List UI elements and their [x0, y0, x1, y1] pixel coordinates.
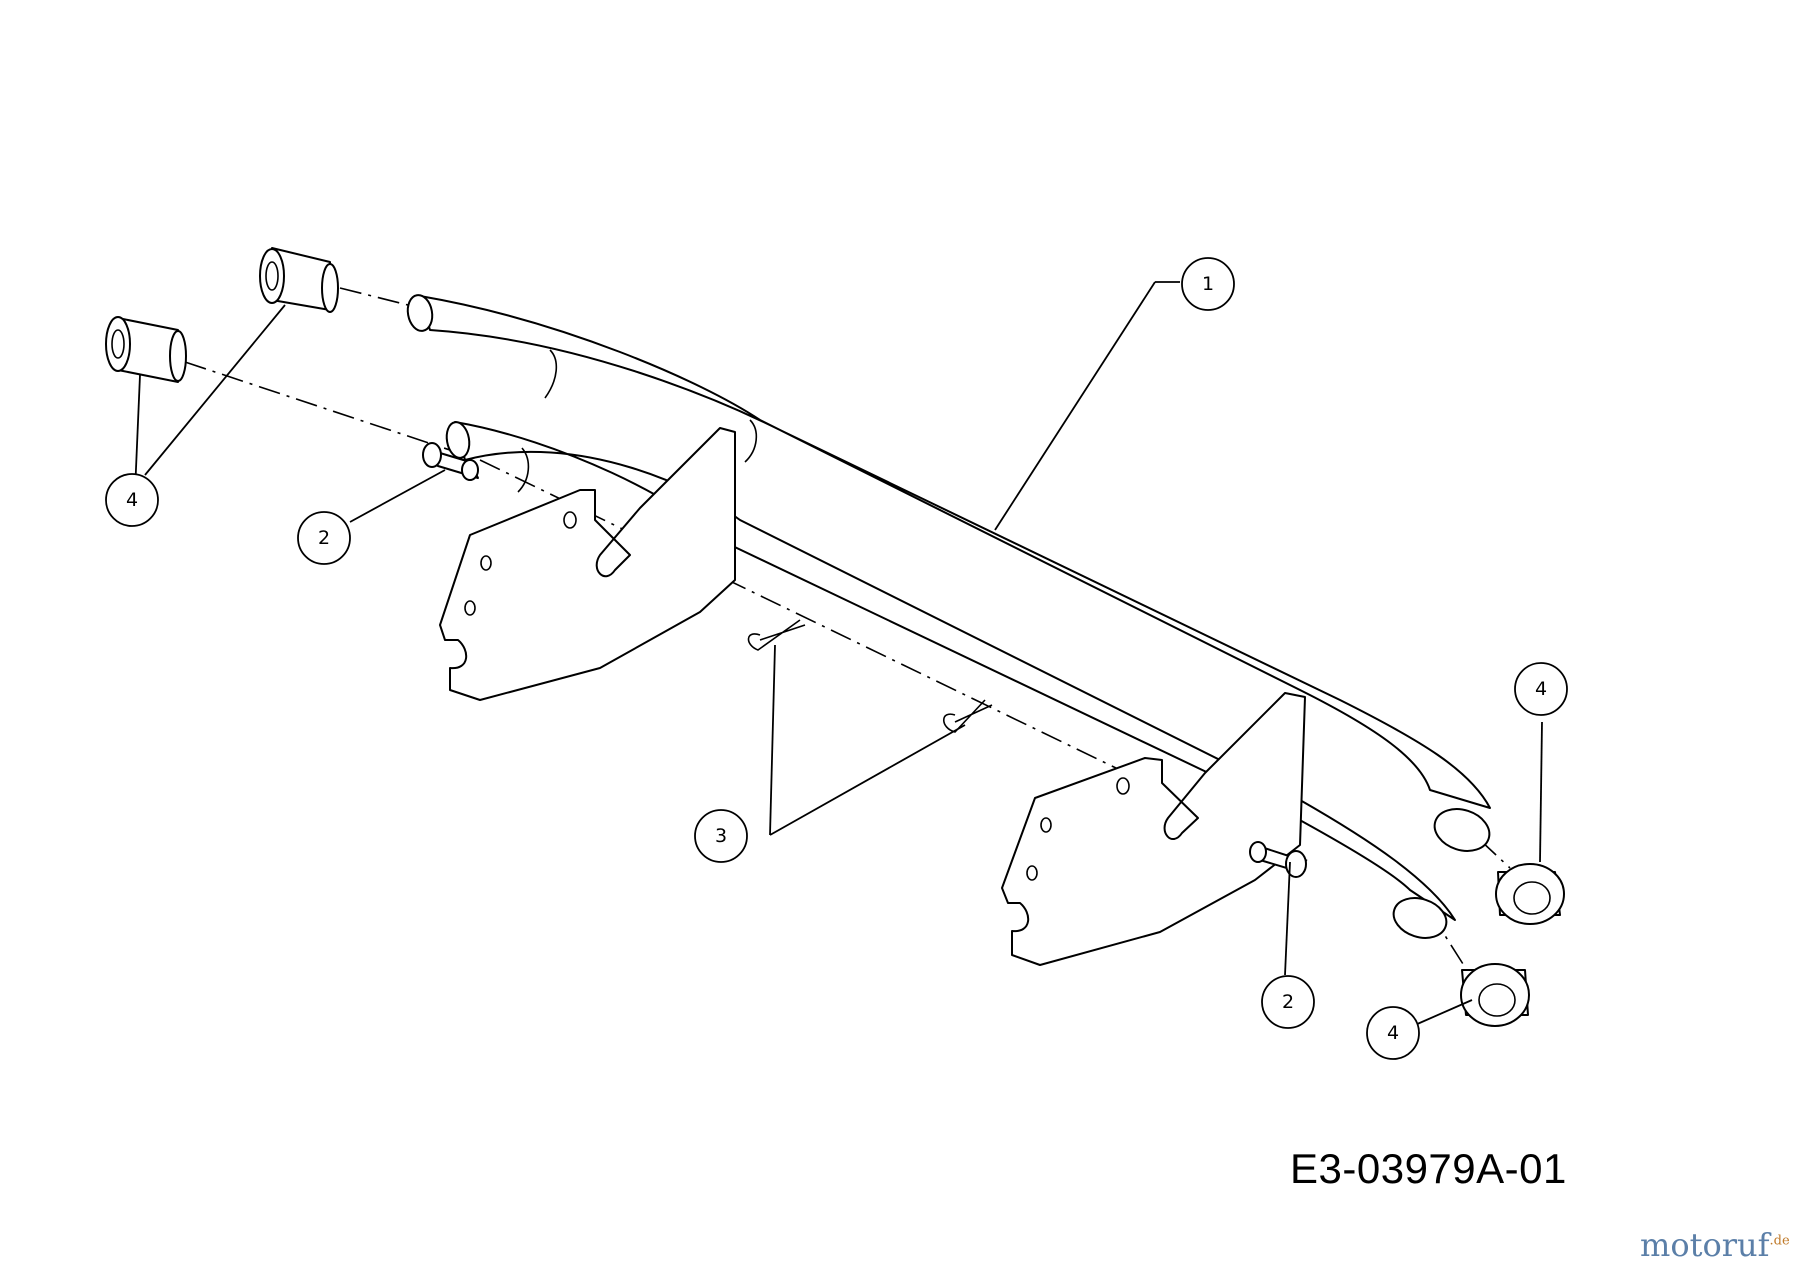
watermark-tld: .de [1769, 1233, 1790, 1249]
hairpin-clip-right [942, 699, 993, 733]
callout-2-right: 2 [1261, 975, 1315, 1029]
pin-left [422, 442, 479, 481]
watermark-logo: motoruf.de [1640, 1226, 1790, 1264]
callout-3: 3 [694, 809, 748, 863]
bushing-lower-right [1460, 963, 1530, 1027]
right-bracket [1001, 692, 1306, 966]
callout-1: 1 [1181, 257, 1235, 311]
callout-4-upper-right: 4 [1514, 662, 1568, 716]
callout-4-upper-right-label: 4 [1535, 678, 1547, 700]
callout-4-lower-right-label: 4 [1387, 1022, 1399, 1044]
drawing-code: E3-03979A-01 [1290, 1145, 1567, 1192]
upper-tube [406, 294, 1491, 852]
callout-2-right-label: 2 [1282, 991, 1294, 1013]
centerlines [184, 287, 1511, 976]
hairpin-clip-left [747, 619, 806, 651]
bushing-upper-right [1495, 863, 1565, 925]
callout-4-left-label: 4 [126, 489, 138, 511]
left-bracket [439, 427, 736, 701]
callout-2-left-label: 2 [318, 527, 330, 549]
leader-lines [134, 281, 1543, 1026]
watermark-main: motoruf [1640, 1226, 1770, 1264]
pin-right [1249, 841, 1307, 878]
callout-2-left: 2 [297, 511, 351, 565]
callout-4-left: 4 [105, 473, 159, 527]
bushing-lower-left [105, 316, 187, 383]
callout-1-label: 1 [1202, 273, 1214, 295]
callout-4-lower-right: 4 [1366, 1006, 1420, 1060]
bushing-upper-left [259, 247, 339, 313]
callout-3-label: 3 [715, 825, 727, 847]
